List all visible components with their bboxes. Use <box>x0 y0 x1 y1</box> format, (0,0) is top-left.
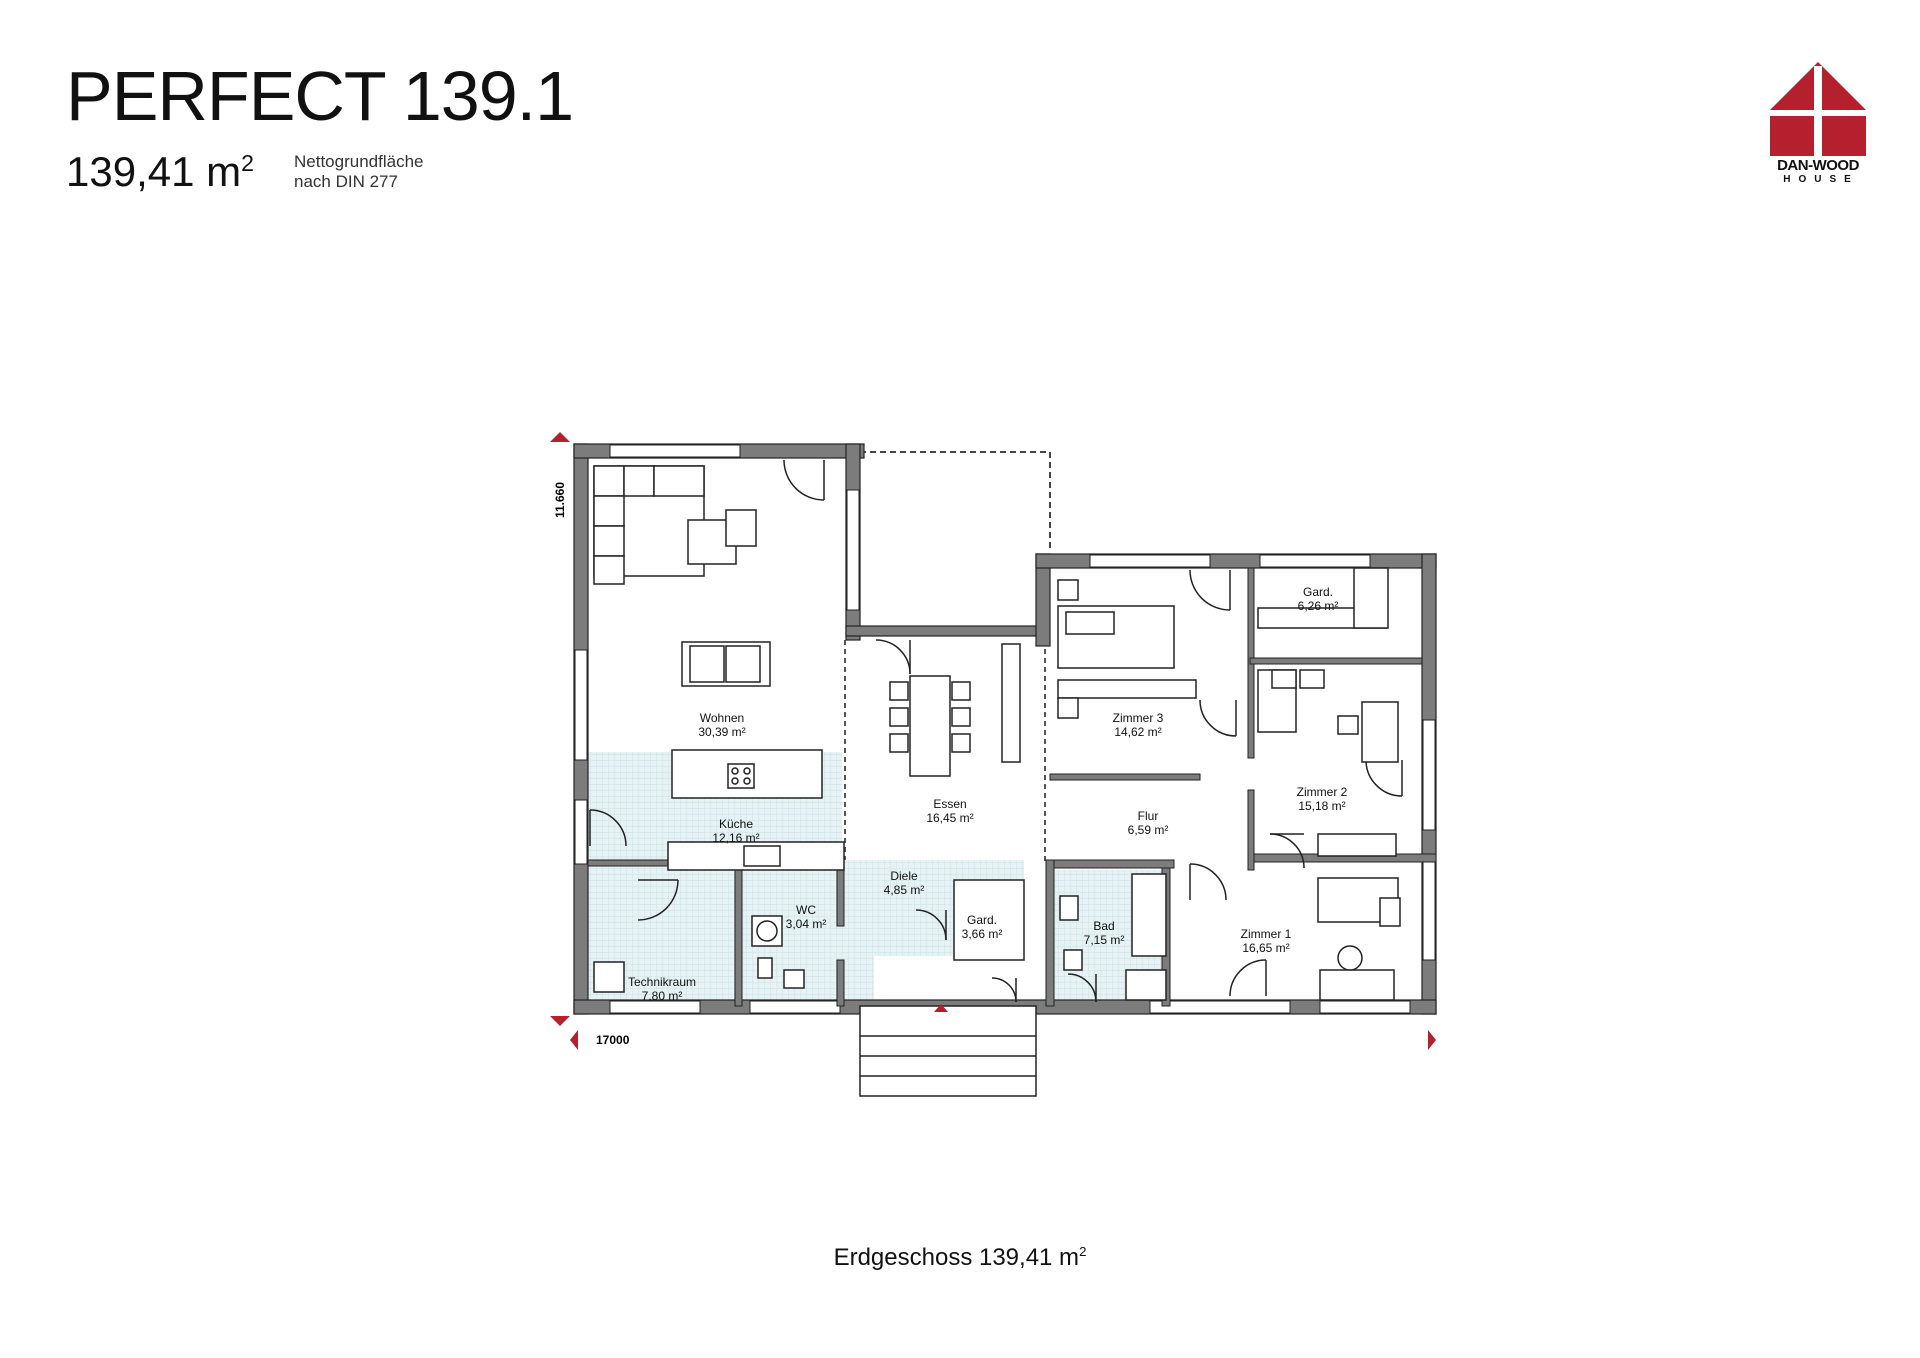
area-note: Nettogrundfläche nach DIN 277 <box>294 152 423 192</box>
window-terrace <box>846 489 860 611</box>
window-north-3 <box>1259 554 1371 568</box>
tile-floor-lower-left <box>582 874 874 1004</box>
floor-caption-text: Erdgeschoss 139,41 m <box>833 1244 1080 1271</box>
furniture <box>593 465 1401 1001</box>
room-name-zimmer-2: Zimmer 2 <box>1297 785 1348 799</box>
house-cross-icon <box>1770 62 1866 156</box>
room-name-kueche: Küche <box>719 817 753 831</box>
room-name-gard-zimmer: Gard. <box>1303 585 1333 599</box>
page-title: PERFECT 139.1 <box>66 57 574 135</box>
floor-area-exponent: 2 <box>241 150 254 176</box>
room-name-zimmer-1: Zimmer 1 <box>1241 927 1292 941</box>
room-name-essen: Essen <box>933 797 966 811</box>
floor-plan: 11.660 17000 Wohnen 30,39 m² Küche 12,16… <box>550 432 1437 1097</box>
floor-caption-exponent: 2 <box>1079 1244 1087 1259</box>
window-east-2 <box>1422 859 1436 961</box>
room-area-flur: 6,59 m² <box>1128 823 1169 837</box>
room-area-essen: 16,45 m² <box>926 811 973 825</box>
room-name-wohnen: Wohnen <box>700 711 744 725</box>
window-west-1 <box>574 649 588 761</box>
window-north-1 <box>609 444 741 458</box>
room-name-technikraum: Technikraum <box>628 975 696 989</box>
window-east-1 <box>1422 719 1436 831</box>
floor-area-value: 139,41 m <box>66 148 242 195</box>
dimension-arrow-left-icon <box>570 1030 578 1050</box>
logo-sub: HOUSE <box>1783 174 1859 185</box>
room-area-wc: 3,04 m² <box>786 917 827 931</box>
dimension-height: 11.660 <box>553 482 567 518</box>
dimension-arrow-bottom-icon <box>550 1016 570 1026</box>
area-note-line-2: nach DIN 277 <box>294 172 398 191</box>
dimension-arrow-right-icon <box>1428 1030 1436 1050</box>
window-west-2 <box>574 799 588 865</box>
room-name-zimmer-3: Zimmer 3 <box>1113 711 1164 725</box>
room-name-gard-diele: Gard. <box>967 913 997 927</box>
dimension-width: 17000 <box>596 1033 630 1047</box>
area-note-line-1: Nettogrundfläche <box>294 152 424 171</box>
room-area-gard-zimmer: 6,26 m² <box>1298 599 1339 613</box>
window-north-2 <box>1089 554 1211 568</box>
room-area-technikraum: 7,80 m² <box>642 989 683 1003</box>
window-south-3 <box>1149 1000 1291 1014</box>
terrace-outline <box>860 451 1051 552</box>
room-name-flur: Flur <box>1138 809 1159 823</box>
room-area-diele: 4,85 m² <box>884 883 925 897</box>
window-south-1 <box>609 1000 701 1014</box>
window-south-2 <box>749 1000 841 1014</box>
room-name-diele: Diele <box>890 869 918 883</box>
logo: DAN-WOOD HOUSE <box>1762 158 1874 186</box>
floor-caption: Erdgeschoss 139,41 m2 <box>0 1243 1920 1273</box>
room-area-zimmer-3: 14,62 m² <box>1114 725 1161 739</box>
entrance-arrow-icon <box>934 1004 948 1012</box>
window-south-4 <box>1319 1000 1411 1014</box>
entrance-steps <box>859 1005 1037 1097</box>
doors <box>589 459 1403 1003</box>
room-area-bad: 7,15 m² <box>1084 933 1125 947</box>
room-area-kueche: 12,16 m² <box>712 831 759 845</box>
room-area-zimmer-1: 16,65 m² <box>1242 941 1289 955</box>
room-area-wohnen: 30,39 m² <box>698 725 745 739</box>
room-name-bad: Bad <box>1093 919 1114 933</box>
floor-area: 139,41 m2 <box>66 147 254 197</box>
logo-name: DAN-WOOD <box>1777 157 1859 174</box>
room-area-zimmer-2: 15,18 m² <box>1298 799 1345 813</box>
room-area-gard-diele: 3,66 m² <box>962 927 1003 941</box>
dimension-arrow-top-icon <box>550 432 570 442</box>
room-name-wc: WC <box>796 903 816 917</box>
